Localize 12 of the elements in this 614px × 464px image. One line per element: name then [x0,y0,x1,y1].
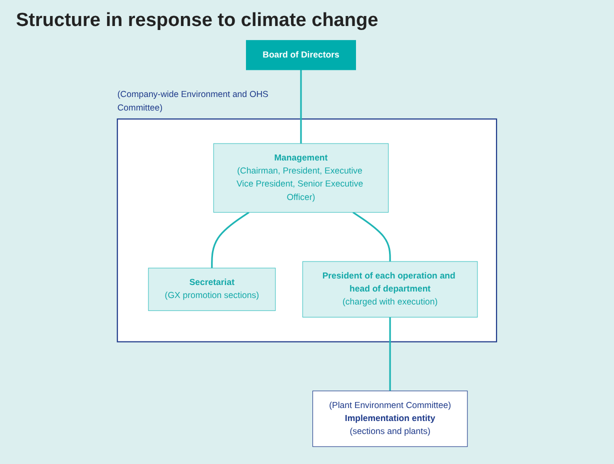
connector [352,212,391,262]
connector [300,70,302,144]
cluster [116,118,498,342]
connector [389,317,391,391]
node-box: (Plant Environment Committee) Implementation entity (sections and plants) [312,390,468,447]
node-box: Board of Directors [246,40,356,70]
node-box: Secretariat (GX promotion sections) [148,268,276,311]
diagram-title: Structure in response to climate change [15,9,380,33]
node-box: Management (Chairman, President, Executive Vice President, Senior Executive Officer) [213,143,389,213]
node-box: President of each operation and head of department (charged with execution) [302,261,478,318]
connector [211,212,250,268]
node-label: (Company-wide Environment and OHS Committee) [117,90,268,112]
